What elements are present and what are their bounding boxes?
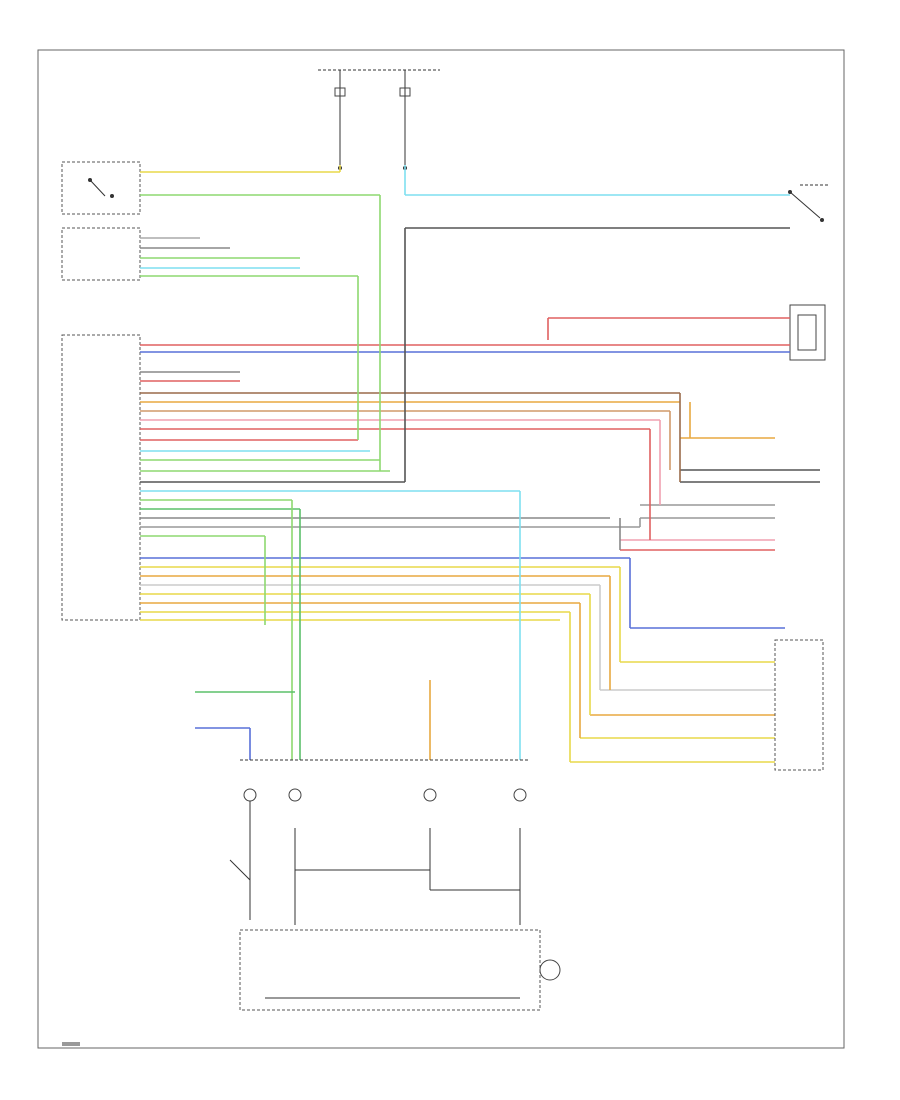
diagram-border bbox=[37, 49, 845, 1049]
fuse-block-top bbox=[318, 69, 440, 170]
central-connector-box bbox=[61, 227, 141, 281]
annotations bbox=[62, 1042, 80, 1046]
wire-bundle bbox=[140, 165, 820, 763]
right-component bbox=[789, 304, 826, 361]
main-module-box bbox=[61, 334, 141, 621]
clock-spring-assembly bbox=[229, 759, 561, 1011]
right-bottom-connector bbox=[774, 639, 824, 771]
switch-box-left-top bbox=[61, 161, 141, 215]
switch-right-top bbox=[788, 184, 830, 222]
